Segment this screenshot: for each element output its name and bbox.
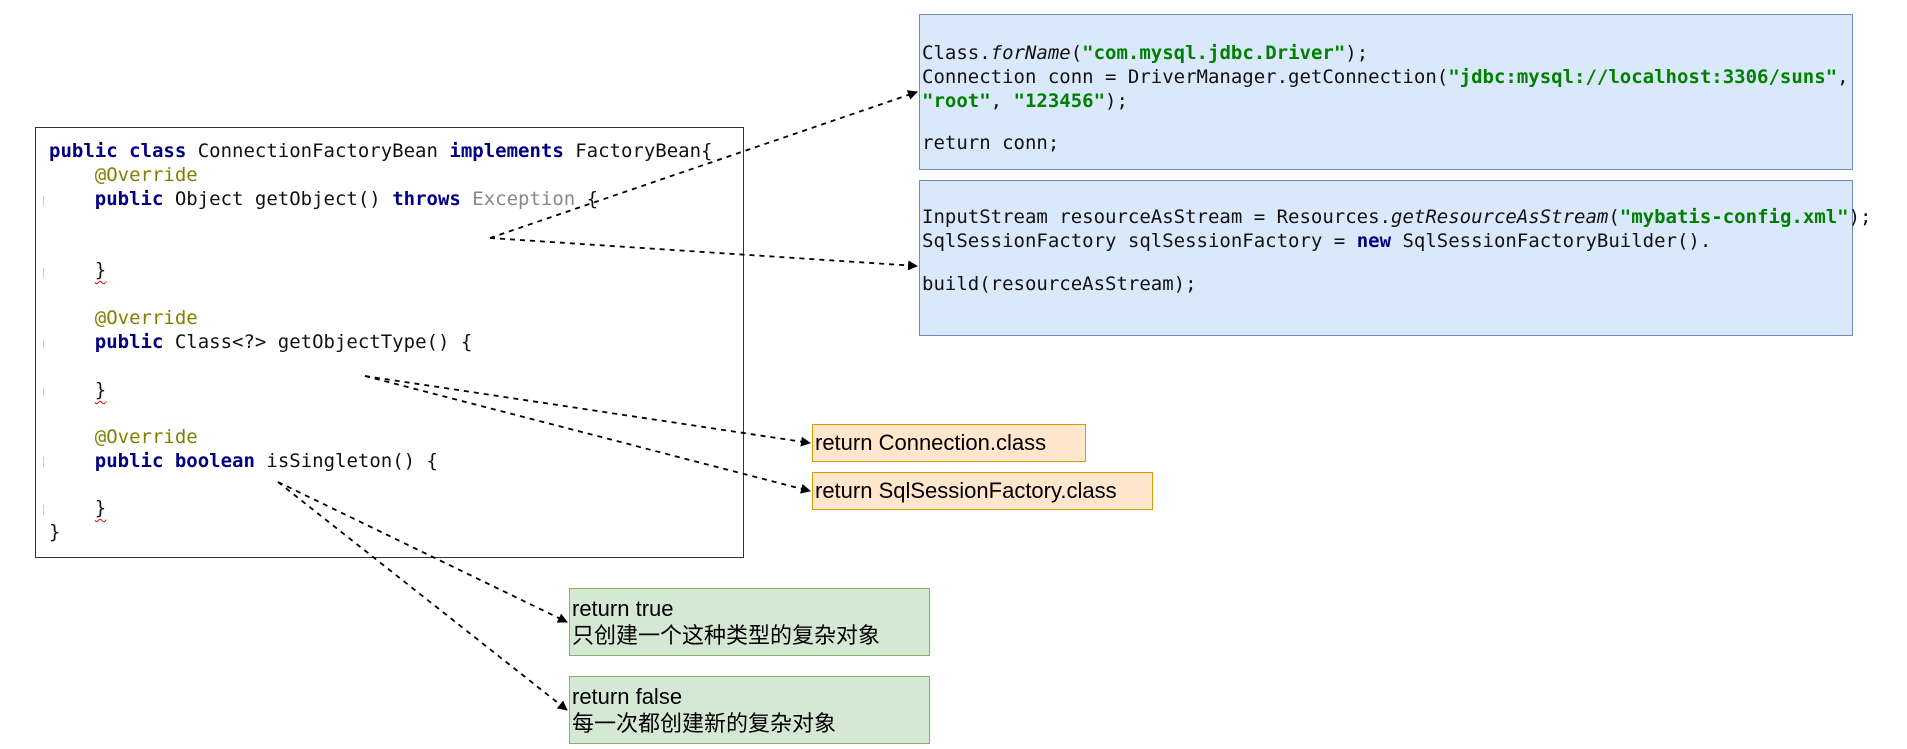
code-text: ConnectionFactoryBean: [186, 140, 450, 162]
exception-text: Exception: [460, 188, 587, 210]
code-closing-brace: }: [49, 258, 106, 282]
factory-bean-code-box: public class ConnectionFactoryBean imple…: [35, 127, 744, 558]
arrow-to-sqlsession-class: [364, 375, 811, 494]
string-literal: "mybatis-config.xml": [1619, 206, 1849, 228]
keyword-text: public: [94, 450, 164, 472]
code-override-annotation: @Override: [49, 425, 198, 449]
method-text: getResourceAsStream: [1391, 206, 1609, 228]
annotation-text: @Override: [94, 426, 198, 448]
box-label: return false: [572, 684, 683, 709]
code-closing-brace: }: [49, 378, 106, 402]
arrow-to-connection-code: [489, 90, 918, 239]
gutter-mark: [43, 196, 44, 206]
box-label: return Connection.class: [815, 430, 1047, 455]
code-text: {: [586, 188, 599, 210]
connection-code-box: Class.forName("com.mysql.jdbc.Driver"); …: [919, 14, 1853, 170]
code-line: "root", "123456");: [922, 90, 1128, 112]
code-is-singleton-method: public boolean isSingleton() {: [49, 449, 438, 473]
code-text: Object getObject(): [163, 188, 393, 210]
method-text: forName: [990, 42, 1071, 64]
code-get-object-method: public Object getObject() throws Excepti…: [49, 187, 598, 211]
arrow-to-connection-class: [364, 375, 811, 447]
keyword-text: new: [1356, 230, 1392, 252]
code-text: }: [94, 497, 107, 519]
gutter-mark: [43, 339, 44, 349]
keyword-text: boolean: [174, 450, 255, 472]
annotation-text: @Override: [94, 164, 198, 186]
code-line: InputStream resourceAsStream = Resources…: [922, 206, 1872, 228]
string-literal: "root": [922, 90, 991, 112]
code-line: Connection conn = DriverManager.getConne…: [922, 66, 1849, 88]
gutter-mark: [43, 387, 44, 397]
code-closing-brace: }: [49, 496, 106, 520]
code-line: SqlSessionFactory sqlSessionFactory = ne…: [922, 230, 1712, 252]
keyword-text: public: [94, 188, 164, 210]
code-override-annotation: @Override: [49, 306, 198, 330]
gutter-mark: [43, 268, 44, 278]
arrow-to-mybatis-code: [489, 237, 918, 271]
gutter-mark: [43, 505, 44, 515]
code-text: FactoryBean{: [563, 140, 713, 162]
keyword-text: public class: [49, 140, 187, 162]
code-line: build(resourceAsStream);: [922, 273, 1197, 295]
code-get-object-type-method: public Class<?> getObjectType() {: [49, 330, 473, 354]
box-label: return SqlSessionFactory.class: [815, 478, 1117, 503]
code-class-declaration: public class ConnectionFactoryBean imple…: [49, 139, 713, 163]
annotation-text: @Override: [94, 307, 198, 329]
code-line: Class.forName("com.mysql.jdbc.Driver");: [922, 42, 1369, 64]
box-description: 每一次都创建新的复杂对象: [572, 711, 837, 736]
sqlsession-class-box: return SqlSessionFactory.class: [812, 472, 1153, 510]
gutter-mark: [43, 457, 44, 467]
arrow-to-singleton-false: [277, 481, 568, 711]
code-text: isSingleton() {: [254, 450, 438, 472]
code-text: }: [49, 521, 61, 543]
keyword-text: implements: [449, 140, 564, 162]
arrow-to-singleton-true: [277, 481, 568, 623]
mybatis-code-box: InputStream resourceAsStream = Resources…: [919, 180, 1871, 336]
connection-class-box: return Connection.class: [812, 424, 1086, 462]
code-text: Class<?> getObjectType() {: [163, 331, 473, 353]
keyword-text: public: [94, 331, 164, 353]
box-label: return true: [572, 596, 674, 621]
code-text: }: [94, 259, 107, 281]
singleton-false-box: return false 每一次都创建新的复杂对象: [569, 676, 930, 744]
box-description: 只创建一个这种类型的复杂对象: [572, 623, 881, 648]
singleton-true-box: return true 只创建一个这种类型的复杂对象: [569, 588, 930, 656]
keyword-text: throws: [392, 188, 461, 210]
code-line: return conn;: [922, 132, 1060, 154]
code-override-annotation: @Override: [49, 163, 198, 187]
string-literal: "123456": [1013, 90, 1106, 112]
string-literal: "com.mysql.jdbc.Driver": [1082, 42, 1346, 64]
string-literal: "jdbc:mysql://localhost:3306/suns": [1448, 66, 1838, 88]
code-class-closing-brace: }: [49, 520, 60, 544]
code-text: }: [94, 379, 107, 401]
